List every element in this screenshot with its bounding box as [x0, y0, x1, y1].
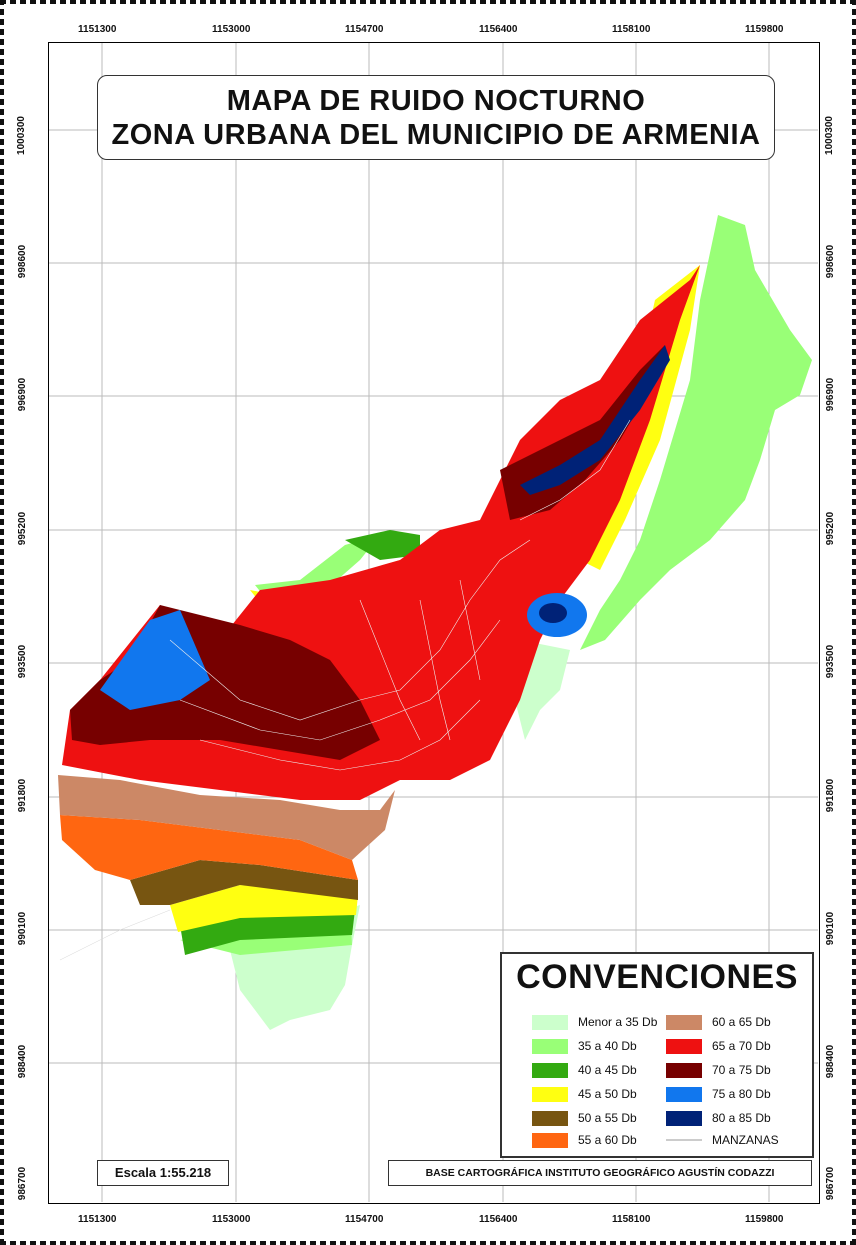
legend: CONVENCIONES Menor a 35 Db 35 a 40 Db 40… [500, 952, 814, 1158]
legend-swatch [532, 1062, 568, 1078]
legend-swatch [532, 1086, 568, 1102]
legend-swatch [532, 1038, 568, 1054]
legend-label: 70 a 75 Db [712, 1063, 771, 1077]
legend-item-45-50: 45 a 50 Db [532, 1086, 637, 1102]
zone-60-65 [58, 775, 395, 860]
legend-label: MANZANAS [712, 1133, 779, 1147]
zone-40-45-b [345, 530, 420, 560]
legend-item-35-40: 35 a 40 Db [532, 1038, 637, 1054]
legend-swatch [532, 1110, 568, 1126]
legend-label: 40 a 45 Db [578, 1063, 637, 1077]
legend-label: 55 a 60 Db [578, 1133, 637, 1147]
legend-label: 65 a 70 Db [712, 1039, 771, 1053]
legend-swatch [532, 1132, 568, 1148]
dashed-border-left [0, 0, 4, 1245]
x-tick-bottom-0: 1151300 [78, 1214, 117, 1225]
zone-80-85 [539, 603, 567, 623]
legend-label: 45 a 50 Db [578, 1087, 637, 1101]
legend-item-70-75: 70 a 75 Db [666, 1062, 771, 1078]
legend-item-80-85: 80 a 85 Db [666, 1110, 771, 1126]
legend-swatch [666, 1086, 702, 1102]
map-title-box: MAPA DE RUIDO NOCTURNO ZONA URBANA DEL M… [97, 75, 775, 160]
legend-swatch [532, 1014, 568, 1030]
zone-80-85-b [520, 345, 670, 495]
dashed-border-bottom [0, 1241, 856, 1245]
map-title-line-1: MAPA DE RUIDO NOCTURNO [226, 85, 646, 117]
legend-item-60-65: 60 a 65 Db [666, 1014, 771, 1030]
legend-label: 75 a 80 Db [712, 1087, 771, 1101]
manzanas-network [59, 419, 631, 961]
x-tick-top-0: 1151300 [78, 24, 117, 35]
x-tick-top-4: 1158100 [612, 24, 651, 35]
x-tick-top-2: 1154700 [345, 24, 384, 35]
legend-title: CONVENCIONES [516, 958, 798, 996]
legend-swatch [666, 1038, 702, 1054]
x-tick-top-1: 1153000 [212, 24, 251, 35]
x-tick-bottom-1: 1153000 [212, 1214, 251, 1225]
legend-item-75-80: 75 a 80 Db [666, 1086, 771, 1102]
legend-item-50-55: 50 a 55 Db [532, 1110, 637, 1126]
x-tick-bottom-5: 1159800 [745, 1214, 784, 1225]
legend-label: 35 a 40 Db [578, 1039, 637, 1053]
zone-35-40 [580, 215, 812, 650]
legend-label: 60 a 65 Db [712, 1015, 771, 1029]
legend-swatch [666, 1110, 702, 1126]
zone-50-55 [130, 860, 358, 905]
legend-item-menor-35: Menor a 35 Db [532, 1014, 657, 1030]
map-title-line-2: ZONA URBANA DEL MUNICIPIO DE ARMENIA [111, 119, 761, 151]
zone-45-50 [170, 885, 358, 932]
dashed-border-top [0, 0, 856, 4]
legend-item-40-45: 40 a 45 Db [532, 1062, 637, 1078]
legend-swatch-line [666, 1139, 702, 1141]
legend-item-55-60: 55 a 60 Db [532, 1132, 637, 1148]
x-tick-bottom-4: 1158100 [612, 1214, 651, 1225]
legend-swatch [666, 1014, 702, 1030]
x-tick-bottom-3: 1156400 [479, 1214, 518, 1225]
scale-box: Escala 1:55.218 [97, 1160, 229, 1186]
legend-item-manzanas: MANZANAS [666, 1132, 779, 1148]
legend-label: Menor a 35 Db [578, 1015, 658, 1029]
zone-75-80 [100, 610, 210, 710]
source-box: BASE CARTOGRÁFICA INSTITUTO GEOGRÁFICO A… [388, 1160, 812, 1186]
x-tick-bottom-2: 1154700 [345, 1214, 384, 1225]
legend-swatch [666, 1062, 702, 1078]
legend-label: 50 a 55 Db [578, 1111, 637, 1125]
legend-item-65-70: 65 a 70 Db [666, 1038, 771, 1054]
zone-55-60 [60, 815, 358, 880]
x-tick-top-3: 1156400 [479, 24, 518, 35]
x-tick-top-5: 1159800 [745, 24, 784, 35]
legend-label: 80 a 85 Db [712, 1111, 771, 1125]
dashed-border-right [852, 0, 856, 1245]
